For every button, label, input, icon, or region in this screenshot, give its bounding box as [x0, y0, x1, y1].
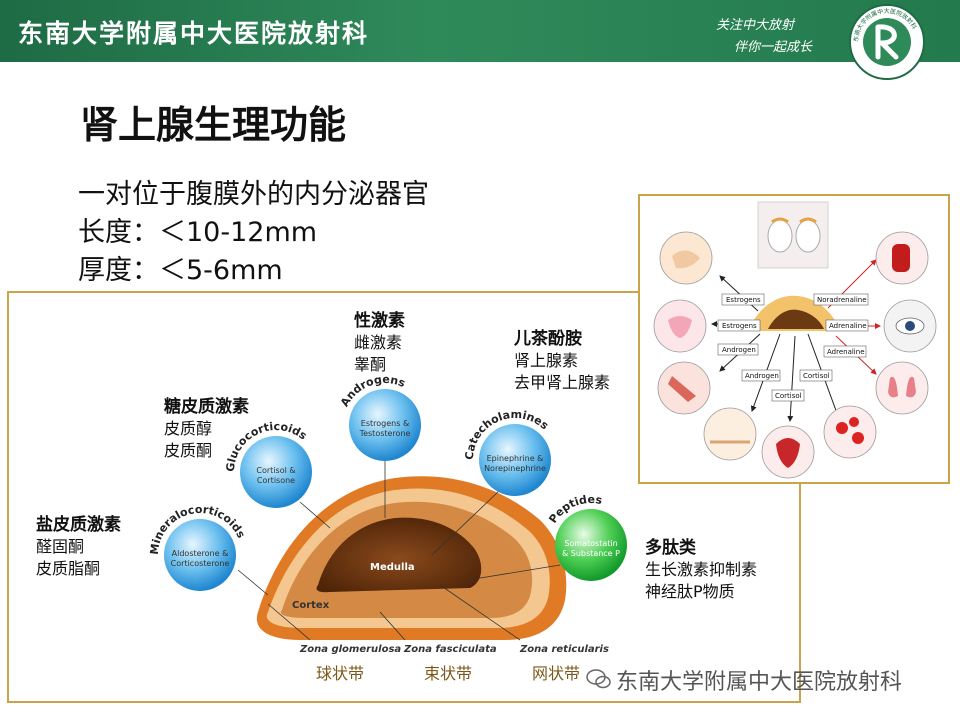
label-sex-hormones: 性激素 雌激素 睾酮 — [354, 311, 405, 374]
svg-text:Cortisol &: Cortisol & — [256, 466, 295, 475]
svg-text:Norepinephrine: Norepinephrine — [484, 464, 546, 473]
svg-text:Androgen: Androgen — [745, 372, 779, 380]
sphere-catecholamines: Catecholamines Epinephrine & Norepinephr… — [463, 408, 551, 496]
svg-text:Corticosterone: Corticosterone — [171, 559, 230, 568]
svg-text:Estrogens: Estrogens — [726, 296, 761, 304]
target-organs — [653, 231, 937, 479]
zone-en-fasciculata: Zona fasciculata — [403, 644, 497, 655]
target-blood-cells — [823, 405, 877, 459]
svg-text:Cortisone: Cortisone — [257, 476, 295, 485]
target-lungs — [875, 361, 929, 415]
svg-text:Adrenaline: Adrenaline — [829, 322, 867, 330]
svg-text:Testosterone: Testosterone — [359, 429, 411, 438]
zone-en-glomerulosa: Zona glomerulosa — [299, 644, 401, 655]
medulla-label: Medulla — [370, 562, 415, 573]
slide-title: 肾上腺生理功能 — [80, 103, 347, 147]
wechat-icon — [586, 669, 611, 689]
label-mineralocorticoids: 盐皮质激素 醛固酮 皮质脂酮 — [36, 515, 121, 578]
label-peptides: 多肽类 生长激素抑制素 神经肽P物质 — [645, 538, 758, 601]
svg-text:Cortisol: Cortisol — [775, 392, 802, 400]
svg-text:Epinephrine &: Epinephrine & — [487, 454, 544, 463]
slogan-line2: 伴你一起成长 — [734, 40, 813, 55]
hormone-label-boxes: Estrogens Estrogens Androgen Androgen Co… — [717, 293, 869, 402]
cortex-label: Cortex — [292, 600, 330, 611]
slogan-line1: 关注中大放射 — [716, 18, 795, 33]
adrenal-diagram-frame — [7, 291, 801, 703]
zone-cn-glomerulosa: 球状带 — [316, 664, 365, 683]
svg-text:Cortisol: Cortisol — [803, 372, 830, 380]
target-skin-hair — [703, 407, 757, 461]
hospital-logo: 东南大学附属中大医院放射科 — [849, 4, 925, 80]
svg-text:Aldosterone &: Aldosterone & — [172, 549, 229, 558]
gland-medulla — [316, 517, 482, 593]
intro-line-2: 长度：＜10-12mm — [78, 217, 318, 248]
svg-text:Estrogens &: Estrogens & — [361, 419, 409, 428]
zone-en-reticularis: Zona reticularis — [519, 644, 609, 655]
watermark-text: 东南大学附属中大医院放射科 — [616, 670, 903, 695]
header-banner: 东南大学附属中大医院放射科 关注中大放射 伴你一起成长 — [0, 0, 960, 62]
svg-text:Somatostatin: Somatostatin — [564, 539, 617, 548]
intro-line-1: 一对位于腹膜外的内分泌器官 — [78, 179, 429, 210]
intro-line-3: 厚度：＜5-6mm — [78, 255, 283, 286]
sphere-mineralocorticoids: Mineralocorticoids Aldosterone & Cortico… — [148, 503, 248, 591]
svg-text:Androgen: Androgen — [722, 346, 756, 354]
hormone-target-diagram: Estrogens Estrogens Androgen Androgen Co… — [653, 201, 937, 479]
label-glucocorticoids: 糖皮质激素 皮质醇 皮质酮 — [164, 397, 249, 460]
svg-text:Estrogens: Estrogens — [722, 322, 757, 330]
label-catecholamines: 儿茶酚胺 肾上腺素 去甲肾上腺素 — [514, 329, 611, 392]
zone-cn-reticularis: 网状带 — [532, 664, 581, 683]
svg-text:Noradrenaline: Noradrenaline — [817, 296, 867, 304]
header-title: 东南大学附属中大医院放射科 — [18, 19, 370, 48]
sphere-androgens: Androgens Estrogens & Testosterone — [338, 373, 421, 461]
svg-text:& Substance P: & Substance P — [562, 549, 620, 558]
svg-text:Adrenaline: Adrenaline — [827, 348, 865, 356]
leader-lines — [237, 460, 561, 641]
sphere-peptides: Peptides Somatostatin & Substance P — [546, 493, 627, 581]
zone-cn-fasciculata: 束状带 — [424, 664, 473, 683]
